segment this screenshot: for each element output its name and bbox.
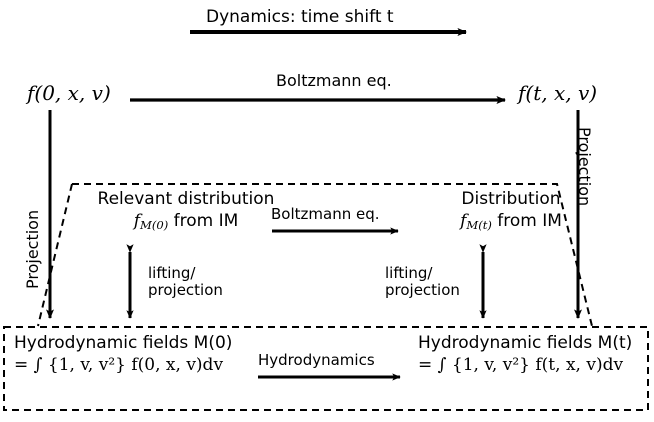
dashed-region-outline <box>3 183 649 411</box>
lifting-projection-left-line1: lifting/ <box>148 264 196 282</box>
dynamics-arrow-label-text: Dynamics: time shift t <box>206 7 394 27</box>
distribution-from-im: from IM <box>491 211 562 232</box>
hydrodynamic-fields-m0-title-text: Hydrodynamic fields M(0) <box>14 333 233 353</box>
dynamics-arrow-label: Dynamics: time shift t <box>206 7 394 27</box>
distribution-title: Distribution <box>461 189 561 209</box>
distribution-label: Distribution fM(t) from IM <box>430 189 592 232</box>
distribution-f-subscript: M(t) <box>466 218 492 233</box>
state-f0-label: f(0, x, v) <box>27 82 111 104</box>
lifting-projection-right-line2: projection <box>385 280 460 299</box>
hydrodynamics-arrow-label: Hydrodynamics <box>258 352 375 369</box>
hydrodynamic-fields-mt-formula-text: = ∫ {1, v, v²} f(t, x, v)dv <box>418 355 624 376</box>
relevant-distribution-subtitle: fM(0) from IM <box>88 212 284 232</box>
distribution-f-symbol: f <box>460 211 467 232</box>
hydrodynamic-fields-m0-formula: = ∫ {1, v, v²} f(0, x, v)dv <box>14 356 232 375</box>
distribution-subtitle: fM(t) from IM <box>430 212 592 232</box>
hydrodynamic-fields-m0-block: Hydrodynamic fields M(0) = ∫ {1, v, v²} … <box>14 333 233 375</box>
relevant-distribution-f-subscript: M(0) <box>140 218 169 233</box>
boltzmann-mid-arrow-label-text: Boltzmann eq. <box>271 205 380 223</box>
hydrodynamic-fields-mt-title: Hydrodynamic fields M(t) <box>418 333 633 353</box>
hydrodynamic-fields-m0-formula-text: = ∫ {1, v, v²} f(0, x, v)dv <box>14 355 224 376</box>
boltzmann-top-arrow-label-text: Boltzmann eq. <box>276 71 392 90</box>
hydrodynamic-fields-mt-title-text: Hydrodynamic fields M(t) <box>418 333 633 353</box>
lifting-projection-right-label: lifting/ projection <box>385 265 460 299</box>
boltzmann-top-arrow-label: Boltzmann eq. <box>276 72 392 90</box>
state-ft-text: f(t, x, v) <box>518 81 598 105</box>
projection-left-label-text: Projection <box>23 209 42 289</box>
relevant-distribution-title: Relevant distribution <box>97 189 275 209</box>
hydrodynamics-arrow-label-text: Hydrodynamics <box>258 351 375 369</box>
state-ft-label: f(t, x, v) <box>518 82 597 104</box>
hydrodynamic-fields-mt-formula: = ∫ {1, v, v²} f(t, x, v)dv <box>418 356 632 375</box>
lifting-projection-left-line2: projection <box>148 280 223 299</box>
boltzmann-mid-arrow-label: Boltzmann eq. <box>271 206 380 223</box>
state-f0-text: f(0, x, v) <box>27 81 111 105</box>
lifting-projection-right-line1: lifting/ <box>385 264 433 282</box>
projection-left-label: Projection <box>23 209 42 289</box>
relevant-distribution-label: Relevant distribution fM(0) from IM <box>88 189 284 232</box>
relevant-distribution-f-symbol: f <box>133 211 141 232</box>
hydrodynamic-fields-m0-title: Hydrodynamic fields M(0) <box>14 333 233 353</box>
lifting-projection-left-label: lifting/ projection <box>148 265 223 299</box>
relevant-distribution-from-im: from IM <box>168 211 239 232</box>
hydrodynamic-fields-mt-block: Hydrodynamic fields M(t) = ∫ {1, v, v²} … <box>418 333 633 375</box>
